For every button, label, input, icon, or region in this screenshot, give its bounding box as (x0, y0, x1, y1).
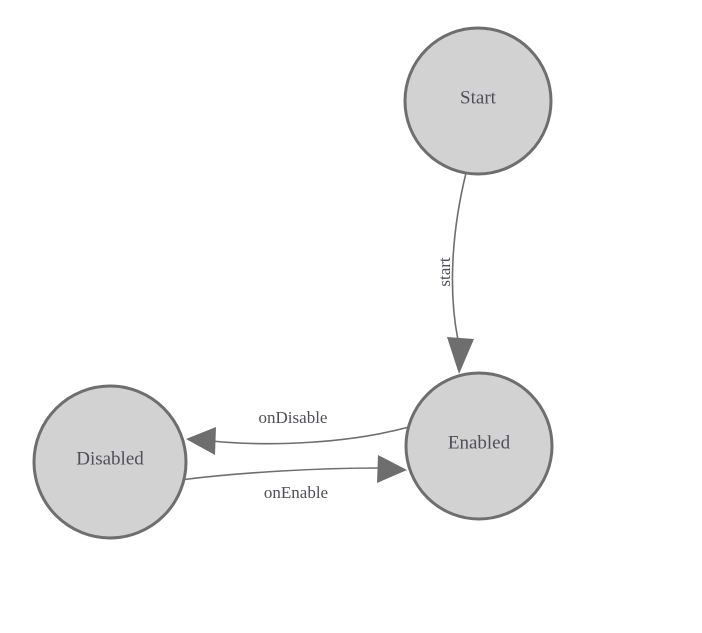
edge-disabled-to-enabled-path (179, 467, 379, 481)
edge-label-onenable: onEnable (264, 483, 328, 502)
edge-enabled-to-disabled-path (211, 426, 410, 445)
node-enabled-circle (404, 371, 554, 521)
edge-label-ondisable: onDisable (259, 408, 328, 427)
node-disabled-circle (32, 384, 188, 540)
edge-start-to-enabled-arrowhead (447, 337, 474, 374)
node-disabled[interactable]: Disabled (32, 384, 188, 540)
node-start-label: Start (460, 87, 497, 108)
node-enabled[interactable]: Enabled (404, 371, 554, 521)
edge-enabled-to-disabled[interactable]: onDisable (186, 408, 410, 455)
edge-enabled-to-disabled-arrowhead (186, 427, 216, 455)
edge-disabled-to-enabled-arrowhead (377, 455, 407, 483)
edge-label-start: start (435, 257, 454, 287)
node-start[interactable]: Start (403, 26, 553, 176)
edge-start-to-enabled[interactable]: start (435, 172, 474, 374)
edge-disabled-to-enabled[interactable]: onEnable (179, 455, 407, 502)
node-enabled-label: Enabled (448, 432, 511, 453)
node-start-circle (403, 26, 553, 176)
node-disabled-label: Disabled (76, 448, 144, 469)
edge-start-to-enabled-path (451, 172, 467, 341)
